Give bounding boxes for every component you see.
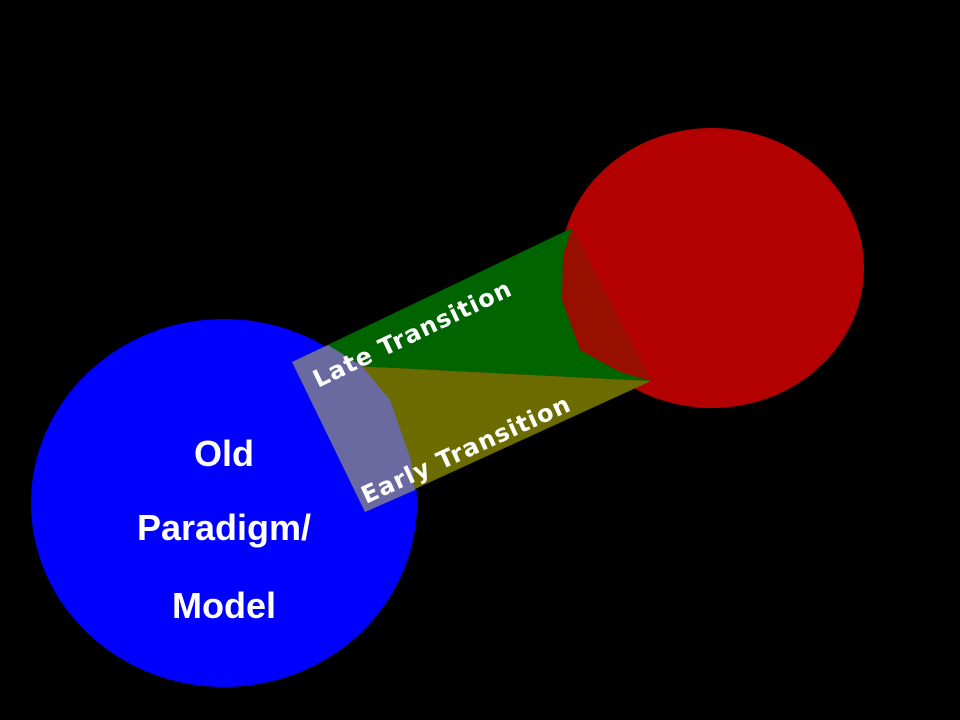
old-model-label-line-2: Paradigm/ — [137, 507, 311, 548]
old-model-label-line-3: Model — [172, 585, 276, 626]
new-model-overlap-region — [562, 228, 651, 381]
transition-overlap-region — [292, 345, 415, 512]
new-model-circle — [560, 128, 864, 408]
late-transition-band — [292, 228, 651, 381]
early-transition-band — [356, 366, 651, 512]
old-model-label-line-1: Old — [194, 433, 254, 474]
